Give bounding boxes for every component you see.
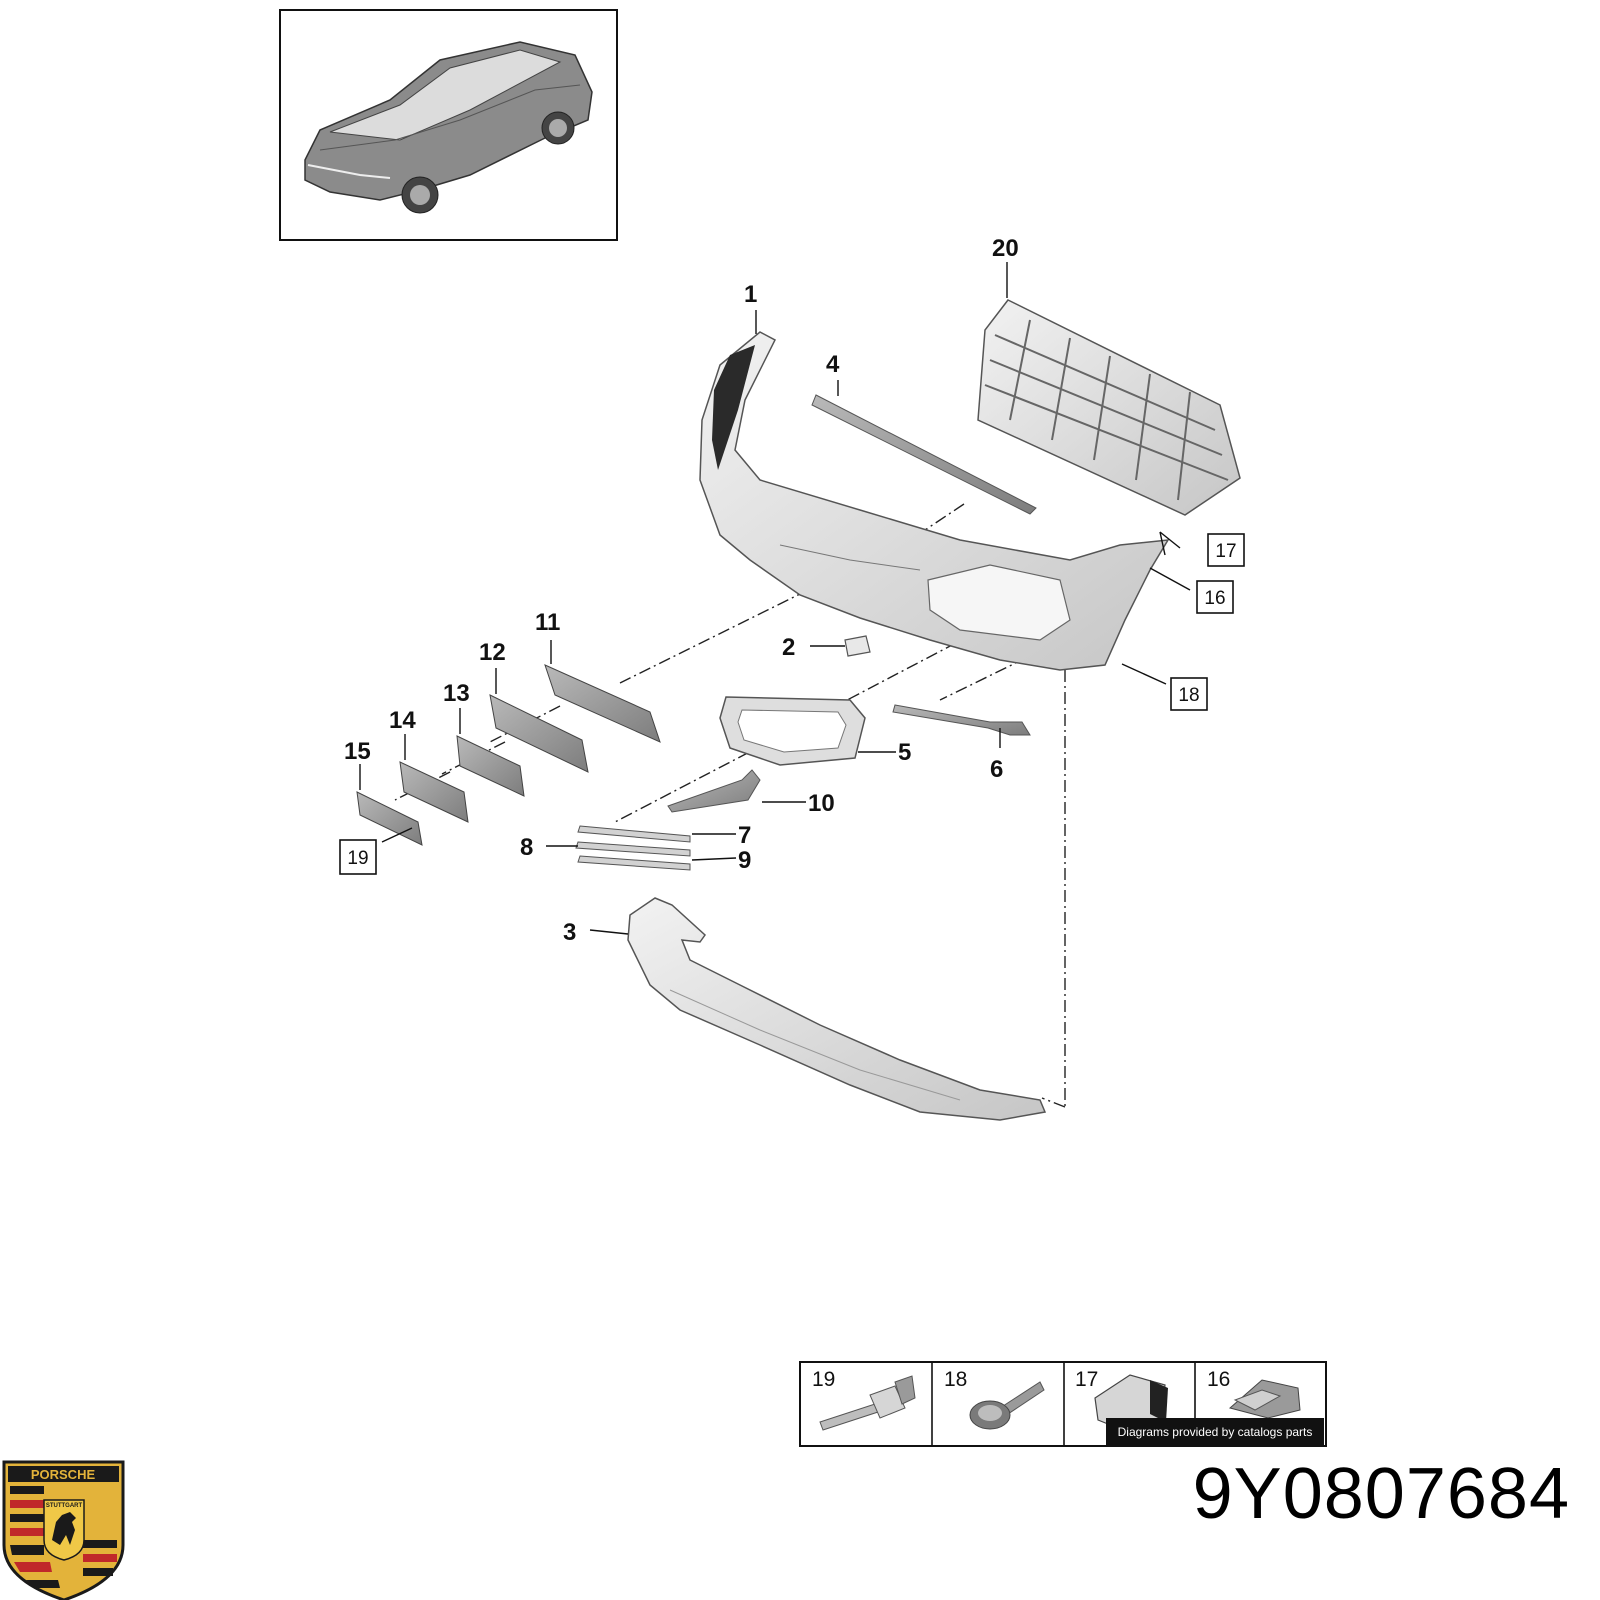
callout-12: 12	[479, 639, 506, 666]
diagram-credit-banner: Diagrams provided by catalogs parts	[1106, 1418, 1324, 1446]
part-4-strip	[811, 394, 1037, 515]
part-20-grille-support	[977, 299, 1241, 516]
part-2-cap	[844, 635, 871, 657]
callout-13: 13	[443, 680, 470, 707]
part-9-strip	[577, 855, 691, 871]
part-12-plate	[489, 694, 589, 773]
boxed-ref-17-label: 17	[1215, 541, 1236, 562]
vehicle-inset	[279, 9, 618, 241]
horse-icon	[52, 1512, 76, 1545]
part-3-lower-spoiler	[627, 897, 1047, 1121]
crest-text-top: PORSCHE	[31, 1467, 96, 1482]
callout-1: 1	[744, 281, 757, 308]
part-6-trim	[892, 704, 1031, 736]
callout-6: 6	[990, 756, 1003, 783]
part-1-bumper-cover	[699, 331, 1170, 671]
part-11-plate	[544, 664, 661, 743]
suv-illustration	[304, 41, 593, 214]
callout-4: 4	[826, 351, 840, 378]
callout-10: 10	[808, 790, 835, 817]
crest-antlers-right	[83, 1540, 117, 1576]
screw-icon	[969, 1381, 1045, 1430]
crest-text-center: STUTTGART	[46, 1503, 83, 1509]
legend-label-16: 16	[1207, 1368, 1230, 1391]
crest-lower-bands	[10, 1545, 60, 1588]
part-14-plate	[399, 761, 469, 823]
callout-15: 15	[344, 738, 371, 765]
part-8-strip	[575, 841, 691, 857]
boxed-references: 17 16 18 19	[339, 533, 1245, 875]
legend-cell-18: 18	[944, 1368, 1045, 1430]
push-rivet-icon	[819, 1375, 916, 1431]
legend-label-19: 19	[812, 1368, 835, 1391]
legend-cell-19: 19	[812, 1368, 916, 1431]
callout-14: 14	[389, 707, 416, 734]
boxed-ref-19-label: 19	[347, 848, 368, 869]
crest-antlers-left	[10, 1486, 44, 1536]
crest-center-shield: STUTTGART	[43, 1499, 85, 1561]
callout-9: 9	[738, 847, 751, 874]
boxed-ref-16-label: 16	[1204, 588, 1225, 609]
callout-8: 8	[520, 834, 533, 861]
callout-5: 5	[898, 739, 911, 766]
boxed-ref-16: 16	[1196, 580, 1234, 614]
boxed-ref-17: 17	[1207, 533, 1245, 567]
legend-label-18: 18	[944, 1368, 967, 1391]
porsche-crest-logo: PORSCHE STUTTGART	[2, 1460, 125, 1600]
callout-11: 11	[535, 609, 560, 636]
part-number: 9Y0807684	[1192, 1454, 1570, 1534]
boxed-ref-19: 19	[339, 839, 377, 875]
part-10-trim	[667, 769, 761, 813]
legend-label-17: 17	[1075, 1368, 1098, 1391]
callout-2: 2	[782, 634, 795, 661]
boxed-ref-18-label: 18	[1178, 685, 1199, 706]
part-5-vent-frame	[719, 696, 866, 766]
part-15-plate	[356, 791, 423, 846]
part-13-plate	[456, 735, 525, 797]
callout-leaders	[359, 262, 1191, 935]
legend-cell-16: 16	[1207, 1368, 1301, 1419]
callout-numbers: 1 2 3 4 5 6 7 8 9 10 11 12 13 14 15 20	[344, 235, 1019, 946]
callout-20: 20	[992, 235, 1019, 262]
spring-clip-icon	[1228, 1379, 1301, 1419]
callout-7: 7	[738, 822, 751, 849]
boxed-ref-18: 18	[1170, 677, 1208, 711]
part-7-strip	[577, 825, 691, 843]
callout-3: 3	[563, 919, 576, 946]
